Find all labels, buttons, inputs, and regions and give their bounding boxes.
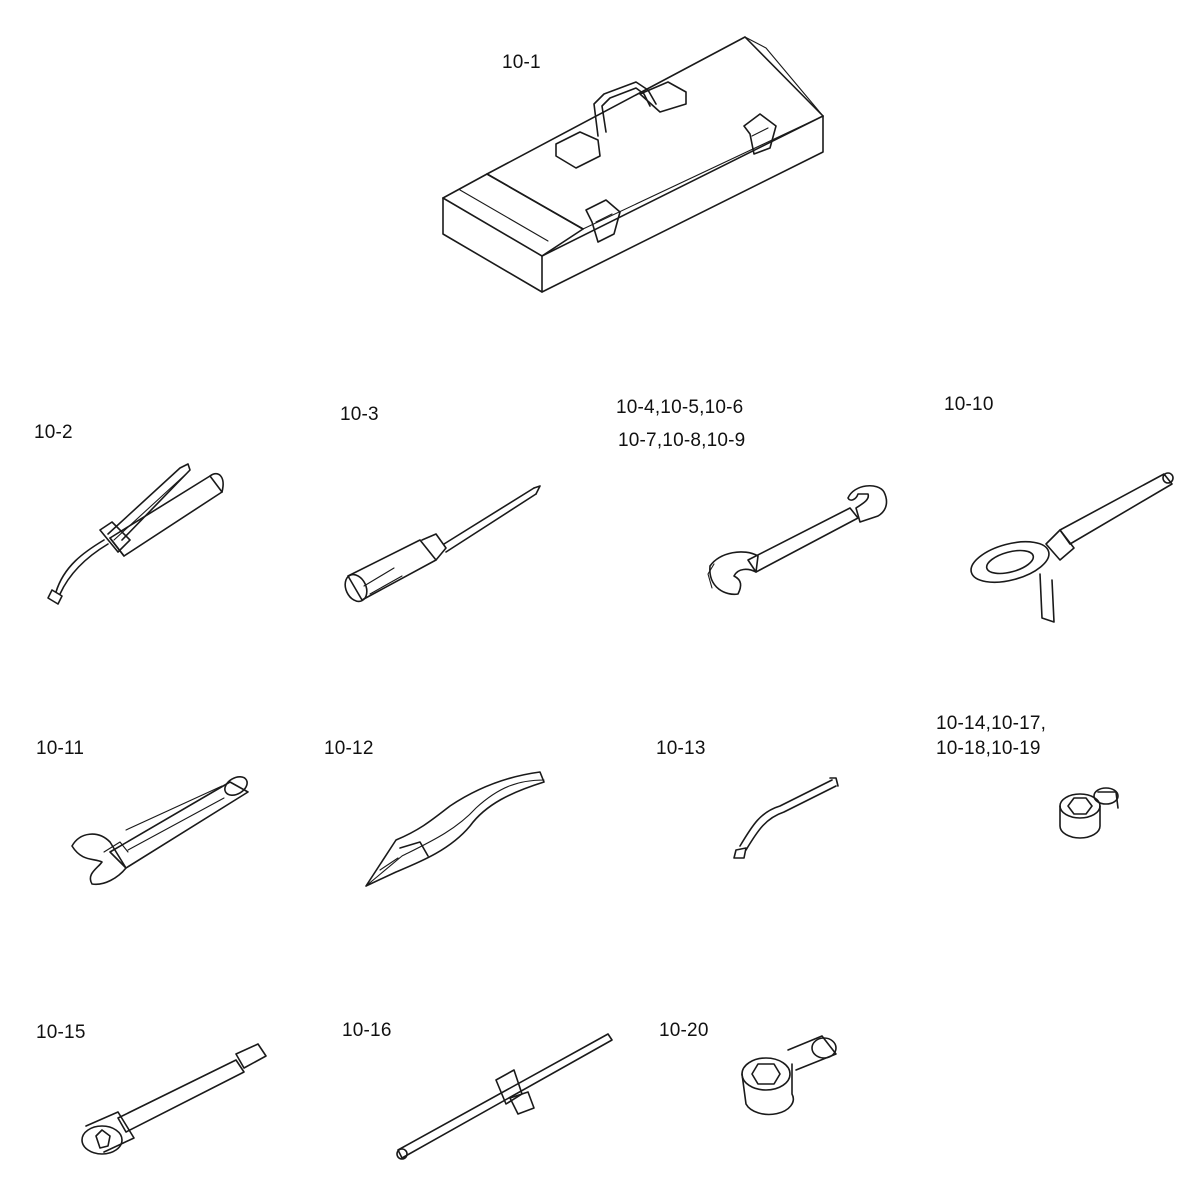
label-10-12: 10-12 <box>324 738 374 759</box>
pin-spanner-icon <box>733 777 839 859</box>
label-10-1: 10-1 <box>502 52 541 73</box>
label-10-14-line1: 10-14,10-17, <box>936 713 1047 734</box>
t-bar-handle-icon <box>396 1033 613 1160</box>
open-end-wrench-icon <box>707 485 888 596</box>
screwdriver-icon <box>344 485 541 603</box>
label-10-11: 10-11 <box>36 738 85 759</box>
label-10-13: 10-13 <box>656 738 706 759</box>
label-10-4-line1: 10-4,10-5,10-6 <box>616 397 744 418</box>
label-10-16: 10-16 <box>342 1020 392 1041</box>
extension-bar-socket-icon <box>81 1043 267 1155</box>
label-10-2: 10-2 <box>34 422 73 443</box>
grease-gun-icon <box>47 463 224 605</box>
label-10-15: 10-15 <box>36 1022 86 1043</box>
strap-wrench-icon <box>970 472 1174 623</box>
deep-socket-icon <box>741 1035 837 1116</box>
pliers-icon <box>365 771 545 887</box>
small-socket-icon <box>1059 787 1119 839</box>
adjustable-wrench-icon <box>71 776 249 886</box>
label-10-14-line2: 10-18,10-19 <box>936 738 1041 759</box>
label-10-3: 10-3 <box>340 404 379 425</box>
label-10-20: 10-20 <box>659 1020 709 1041</box>
toolbox-icon <box>442 36 824 293</box>
label-10-10: 10-10 <box>944 394 994 415</box>
label-10-4-line2: 10-7,10-8,10-9 <box>618 430 746 451</box>
